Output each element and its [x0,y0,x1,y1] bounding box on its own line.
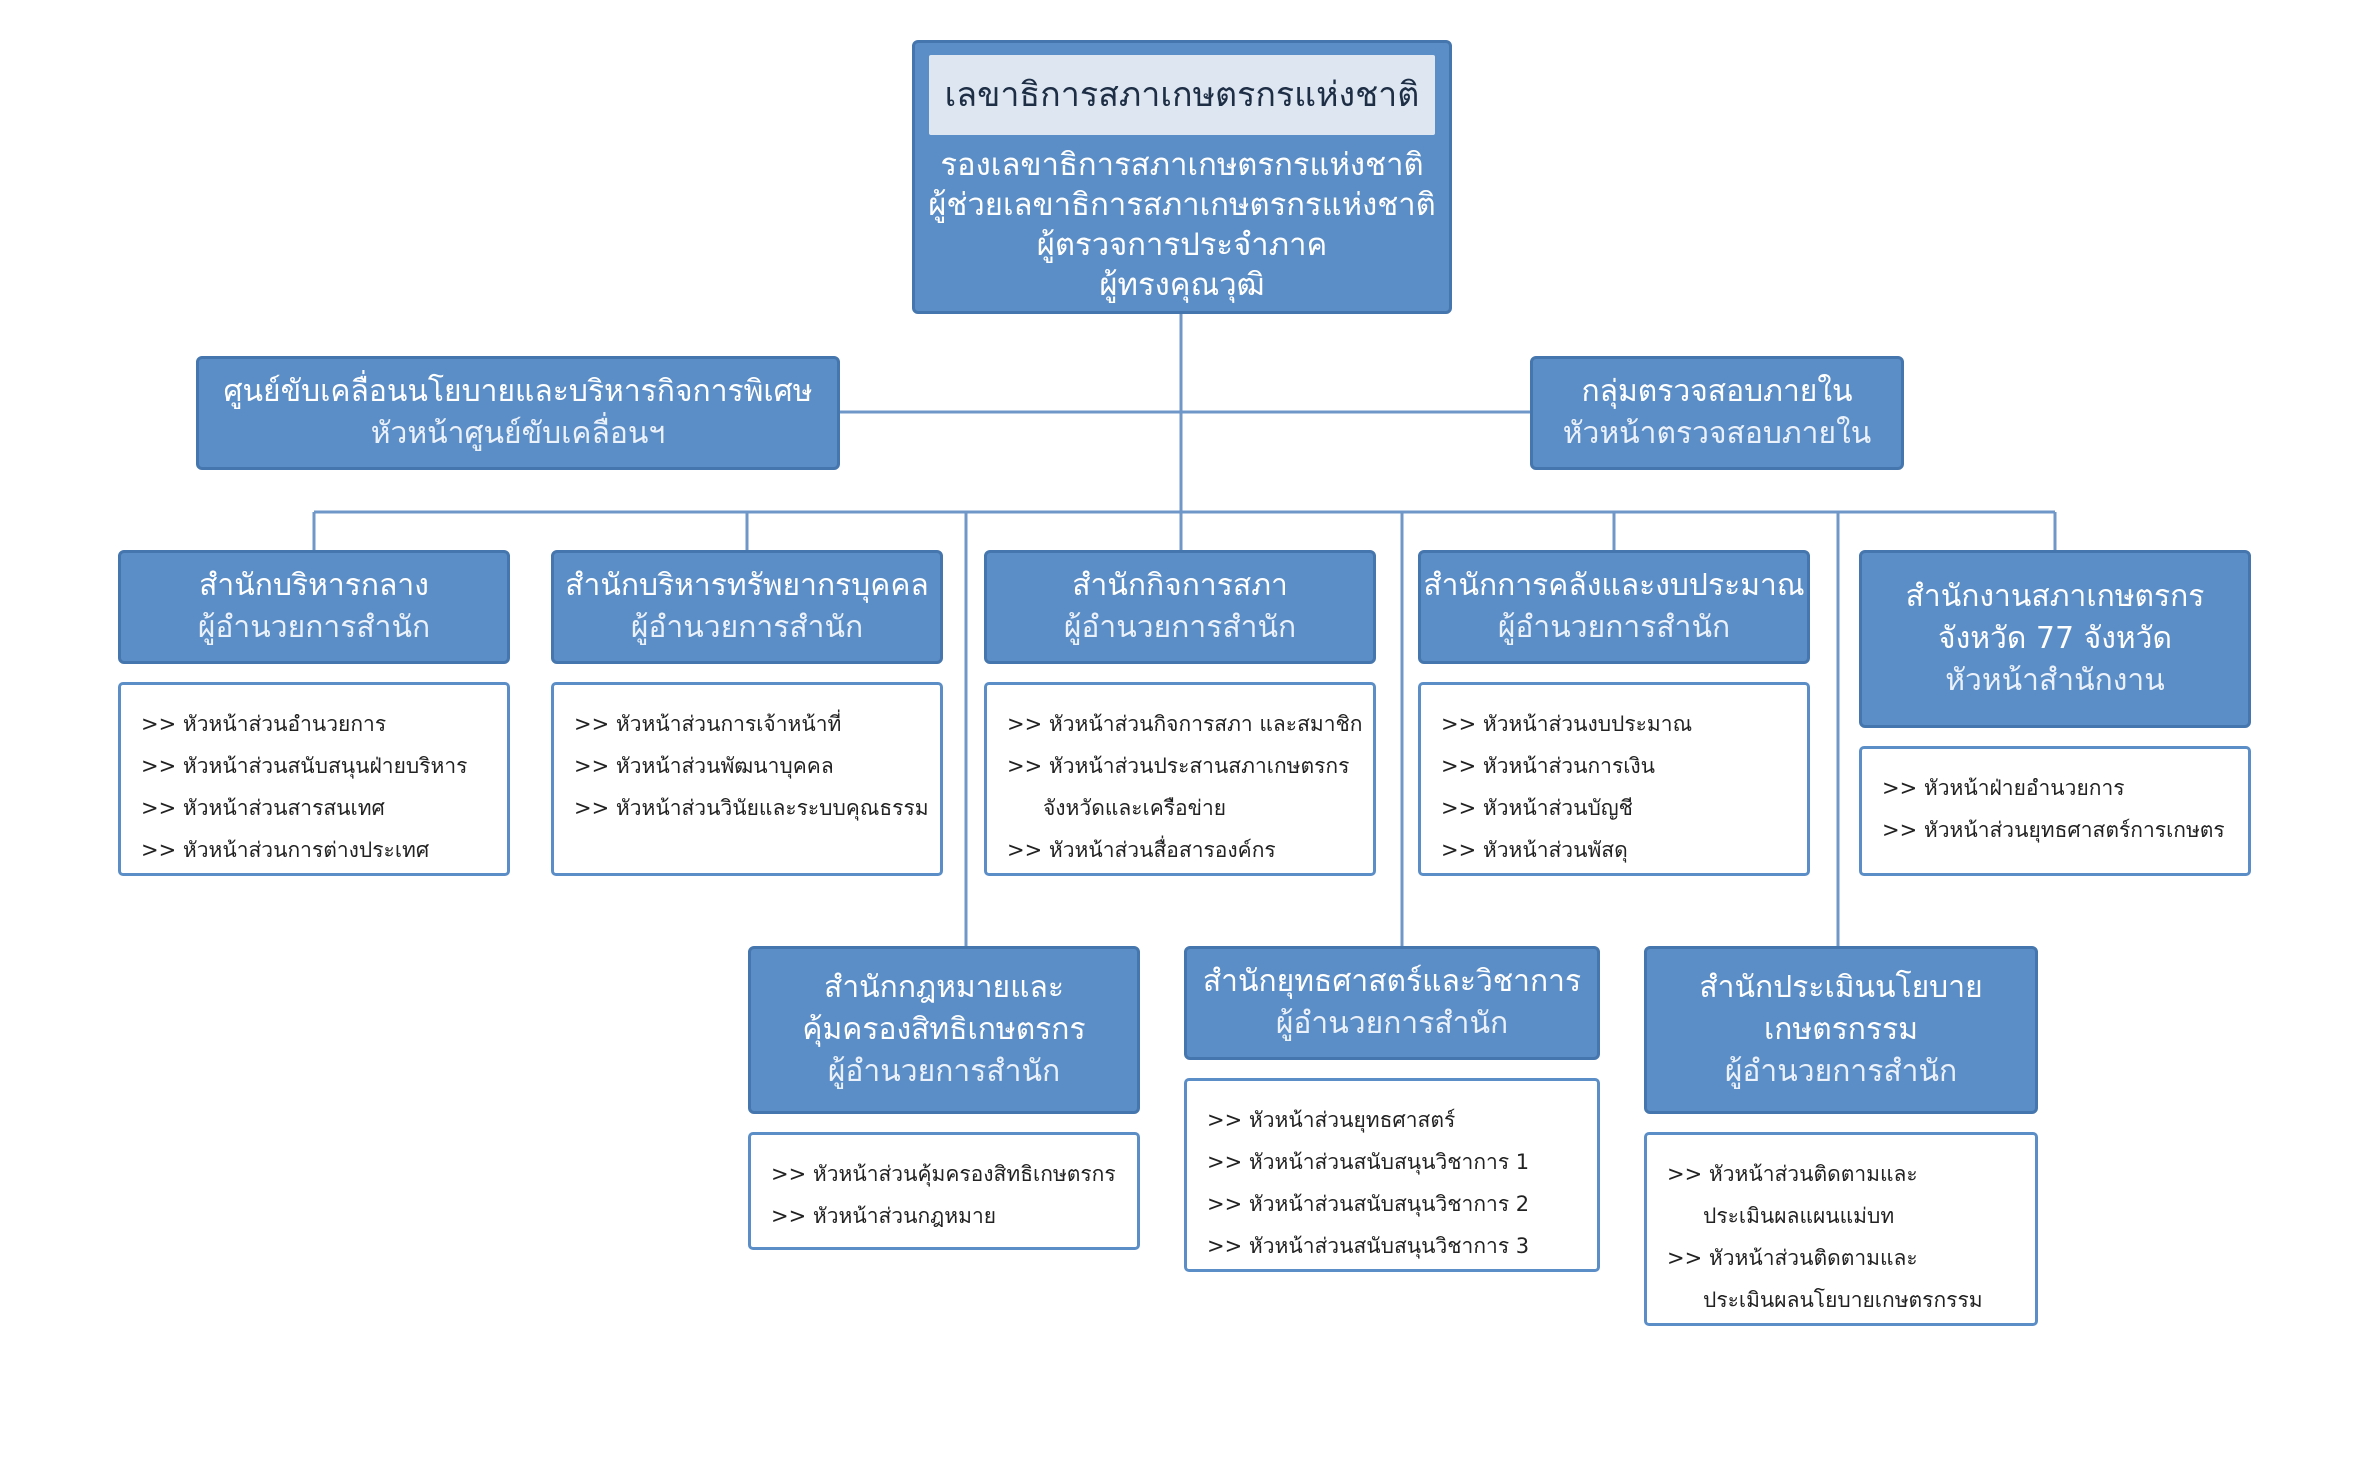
office-list-council-affairs: >> หัวหน้าส่วนกิจการสภา และสมาชิก >> หัว… [984,682,1376,876]
list-item: >> หัวหน้าส่วนสนับสนุนวิชาการ 1 [1207,1150,1530,1174]
internal-audit-box: กลุ่มตรวจสอบภายใน หัวหน้าตรวจสอบภายใน [1530,356,1904,470]
office-list-finance-budget: >> หัวหน้าส่วนงบประมาณ >> หัวหน้าส่วนการ… [1418,682,1810,876]
office-box-finance-budget: สำนักการคลังและงบประมาณ ผู้อำนวยการสำนัก [1418,550,1810,664]
policy-center-box: ศูนย์ขับเคลื่อนนโยบายและบริหารกิจการพิเศ… [196,356,840,470]
list-item: >> หัวหน้าส่วนติดตามและ [1667,1246,1918,1270]
policy-center-title: ศูนย์ขับเคลื่อนนโยบายและบริหารกิจการพิเศ… [223,374,813,409]
secretary-general-box: เลขาธิการสภาเกษตรกรแห่งชาติ รองเลขาธิการ… [912,40,1452,314]
internal-audit-title: กลุ่มตรวจสอบภายใน [1581,374,1853,409]
office-box-council-affairs: สำนักกิจการสภา ผู้อำนวยการสำนัก [984,550,1376,664]
list-item: >> หัวหน้าส่วนสื่อสารองค์กร [1007,838,1276,862]
office-head: ผู้อำนวยการสำนัก [630,610,864,645]
office-title: สำนักการคลังและงบประมาณ [1423,568,1805,603]
policy-center-head: หัวหน้าศูนย์ขับเคลื่อนฯ [370,416,666,451]
office-list-provincial-councils: >> หัวหน้าฝ่ายอำนวยการ >> หัวหน้าส่วนยุท… [1859,746,2251,876]
list-item: >> หัวหน้าส่วนยุทธศาสตร์ [1207,1108,1456,1132]
list-item: >> หัวหน้าส่วนการเงิน [1441,754,1656,778]
office-box-policy-evaluation: สำนักประเมินนโยบาย เกษตรกรรม ผู้อำนวยการ… [1644,946,2038,1114]
office-list-human-resources: >> หัวหน้าส่วนการเจ้าหน้าที่ >> หัวหน้าส… [551,682,943,876]
office-title: สำนักงานสภาเกษตรกร [1905,579,2205,614]
list-item: >> หัวหน้าส่วนบัญชี [1441,796,1633,820]
list-item: >> หัวหน้าส่วนกฎหมาย [771,1204,997,1228]
office-head: ผู้อำนวยการสำนัก [1724,1054,1958,1089]
list-item: ประเมินผลนโยบายเกษตรกรรม [1703,1288,1983,1312]
expert-line: ผู้ทรงคุณวุฒิ [1099,267,1265,303]
office-list-law-rights: >> หัวหน้าส่วนคุ้มครองสิทธิเกษตรกร >> หั… [748,1132,1140,1250]
inspector-line: ผู้ตรวจการประจำภาค [1036,227,1328,263]
office-head: ผู้อำนวยการสำนัก [1063,610,1297,645]
office-head: หัวหน้าสำนักงาน [1945,663,2165,698]
deputy-line: รองเลขาธิการสภาเกษตรกรแห่งชาติ [940,147,1424,183]
internal-audit-head: หัวหน้าตรวจสอบภายใน [1562,416,1872,451]
office-title: สำนักกฎหมายและ [824,970,1064,1005]
list-item: >> หัวหน้าส่วนคุ้มครองสิทธิเกษตรกร [771,1162,1116,1186]
list-item: >> หัวหน้าส่วนอำนวยการ [141,712,387,736]
office-list-strategy-academic: >> หัวหน้าส่วนยุทธศาสตร์ >> หัวหน้าส่วนส… [1184,1078,1600,1272]
list-item: >> หัวหน้าส่วนกิจการสภา และสมาชิก [1007,712,1363,736]
list-item: >> หัวหน้าฝ่ายอำนวยการ [1882,776,2125,800]
office-head: ผู้อำนวยการสำนัก [827,1054,1061,1089]
list-item: >> หัวหน้าส่วนประสานสภาเกษตรกร [1007,754,1350,778]
office-title: สำนักประเมินนโยบาย [1699,970,1983,1005]
list-item: >> หัวหน้าส่วนยุทธศาสตร์การเกษตร [1882,818,2225,842]
office-title: สำนักยุทธศาสตร์และวิชาการ [1202,964,1582,999]
office-head: ผู้อำนวยการสำนัก [197,610,431,645]
office-box-strategy-academic: สำนักยุทธศาสตร์และวิชาการ ผู้อำนวยการสำน… [1184,946,1600,1060]
office-box-provincial-councils: สำนักงานสภาเกษตรกร จังหวัด 77 จังหวัด หั… [1859,550,2251,728]
office-title-line2: จังหวัด 77 จังหวัด [1938,621,2172,656]
list-item: จังหวัดและเครือข่าย [1043,796,1227,820]
office-box-central-admin: สำนักบริหารกลาง ผู้อำนวยการสำนัก [118,550,510,664]
list-item: >> หัวหน้าส่วนสนับสนุนวิชาการ 2 [1207,1192,1530,1216]
office-title-line2: เกษตรกรรม [1764,1012,1918,1047]
office-title: สำนักบริหารกลาง [199,568,429,603]
list-item: >> หัวหน้าส่วนวินัยและระบบคุณธรรม [574,796,929,820]
office-box-law-rights: สำนักกฎหมายและ คุ้มครองสิทธิเกษตรกร ผู้อ… [748,946,1140,1114]
list-item: >> หัวหน้าส่วนการต่างประเทศ [141,838,430,862]
office-head: ผู้อำนวยการสำนัก [1275,1006,1509,1041]
office-list-policy-evaluation: >> หัวหน้าส่วนติดตามและ ประเมินผลแผนแม่บ… [1644,1132,2038,1326]
office-title: สำนักกิจการสภา [1072,568,1288,603]
list-item: >> หัวหน้าส่วนงบประมาณ [1441,712,1693,736]
list-item: >> หัวหน้าส่วนการเจ้าหน้าที่ [574,712,842,736]
list-item: ประเมินผลแผนแม่บท [1703,1204,1895,1228]
list-item: >> หัวหน้าส่วนพัสดุ [1441,838,1628,862]
list-item: >> หัวหน้าส่วนสารสนเทศ [141,796,385,820]
office-list-central-admin: >> หัวหน้าส่วนอำนวยการ >> หัวหน้าส่วนสนั… [118,682,510,876]
list-item: >> หัวหน้าส่วนพัฒนาบุคคล [574,754,834,778]
office-head: ผู้อำนวยการสำนัก [1497,610,1731,645]
list-item: >> หัวหน้าส่วนสนับสนุนวิชาการ 3 [1207,1234,1530,1258]
list-item: >> หัวหน้าส่วนสนับสนุนฝ่ายบริหาร [141,754,468,778]
assistant-line: ผู้ช่วยเลขาธิการสภาเกษตรกรแห่งชาติ [928,187,1436,223]
office-box-human-resources: สำนักบริหารทรัพยากรบุคคล ผู้อำนวยการสำนั… [551,550,943,664]
secretary-general-title: เลขาธิการสภาเกษตรกรแห่งชาติ [929,55,1435,135]
list-item: >> หัวหน้าส่วนติดตามและ [1667,1162,1918,1186]
office-title-line2: คุ้มครองสิทธิเกษตรกร [802,1012,1086,1047]
office-title: สำนักบริหารทรัพยากรบุคคล [565,568,929,603]
